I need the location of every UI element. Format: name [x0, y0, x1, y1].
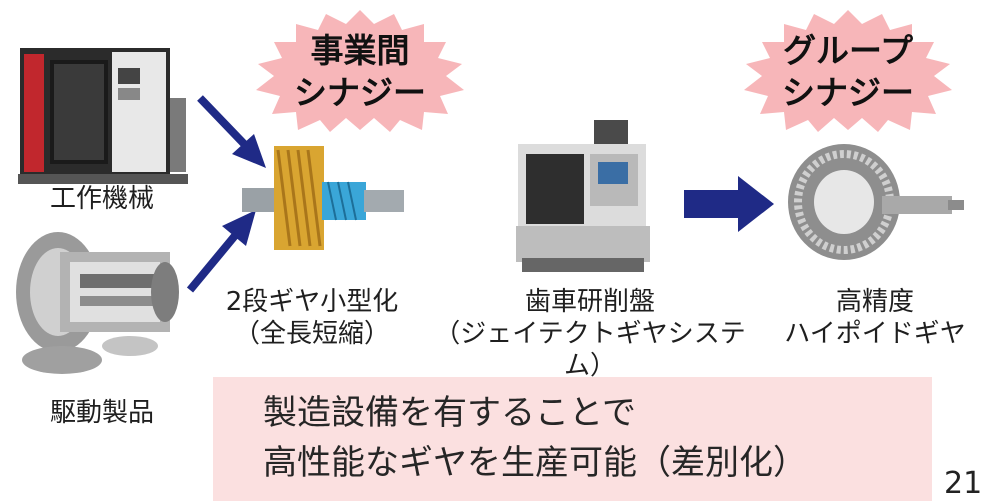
arrow-right-icon — [684, 176, 774, 232]
burst-line: グループ — [782, 31, 914, 70]
summary-line-2: 高性能なギヤを生産可能（差別化） — [263, 443, 807, 483]
drive-products-label: 駆動製品 — [49, 398, 154, 428]
two-stage-gear-image — [242, 146, 404, 250]
arrow-up-right-icon — [186, 210, 256, 293]
machine-tool-image — [18, 48, 188, 184]
label-line: 高精度 — [835, 287, 914, 317]
summary-box: 製造設備を有することで 高性能なギヤを生産可能（差別化） — [213, 377, 932, 501]
business-synergy-title: 事業間 シナジー — [270, 30, 450, 114]
burst-line: シナジー — [294, 73, 426, 112]
drive-products-image — [16, 232, 179, 374]
label-line: 2段ギヤ小型化 — [225, 287, 399, 317]
hypoid-gear-image — [788, 144, 964, 260]
label-line: ハイポイドギヤ — [784, 319, 966, 349]
two-stage-gear-label: 2段ギヤ小型化 （全長短縮） — [212, 286, 412, 350]
burst-line: 事業間 — [310, 31, 410, 70]
label-line: （全長短縮） — [233, 319, 390, 349]
label-line: （ジェイテクトギヤシステム） — [434, 319, 746, 381]
label-line: 歯車研削盤 — [524, 287, 655, 317]
burst-shape-business — [256, 10, 464, 132]
page-number: 21 — [944, 466, 983, 501]
gear-grinder-image — [516, 120, 650, 272]
arrow-down-right-icon — [197, 95, 266, 168]
hypoid-gear-label: 高精度 ハイポイドギヤ — [770, 286, 980, 350]
gear-grinder-label: 歯車研削盤 （ジェイテクトギヤシステム） — [420, 286, 760, 382]
burst-line: シナジー — [782, 73, 914, 112]
group-synergy-title: グループ シナジー — [758, 30, 938, 114]
machine-tool-label: 工作機械 — [49, 184, 154, 214]
burst-shape-group — [744, 10, 952, 132]
summary-line-1: 製造設備を有することで — [263, 393, 636, 433]
